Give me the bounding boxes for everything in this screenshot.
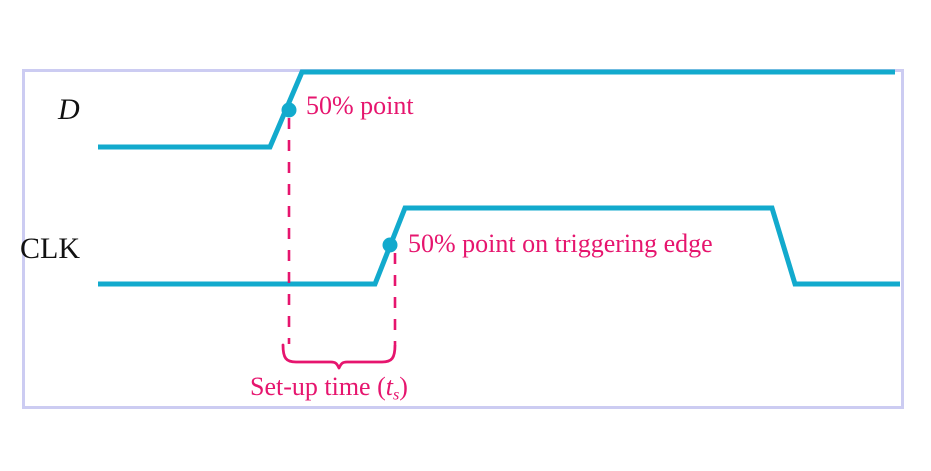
setup-time-brace — [281, 343, 397, 370]
annotation-setup-time: Set-up time (ts) — [250, 374, 408, 404]
setup-time-close-paren: ) — [399, 372, 408, 401]
annotation-clk-50-percent: 50% point on triggering edge — [408, 229, 713, 258]
setup-time-variable: t — [385, 372, 393, 401]
d-50-percent-dot — [281, 102, 297, 118]
signal-label-clk: CLK — [20, 232, 80, 265]
waveform-clk — [98, 205, 900, 287]
clk-50-percent-dot — [382, 237, 398, 253]
signal-label-d: D — [58, 93, 80, 126]
figure-border — [22, 69, 904, 409]
setup-time-text: Set-up time ( — [250, 372, 386, 401]
setup-time-subscript: s — [393, 386, 400, 404]
annotation-d-50-percent: 50% point — [306, 91, 414, 120]
